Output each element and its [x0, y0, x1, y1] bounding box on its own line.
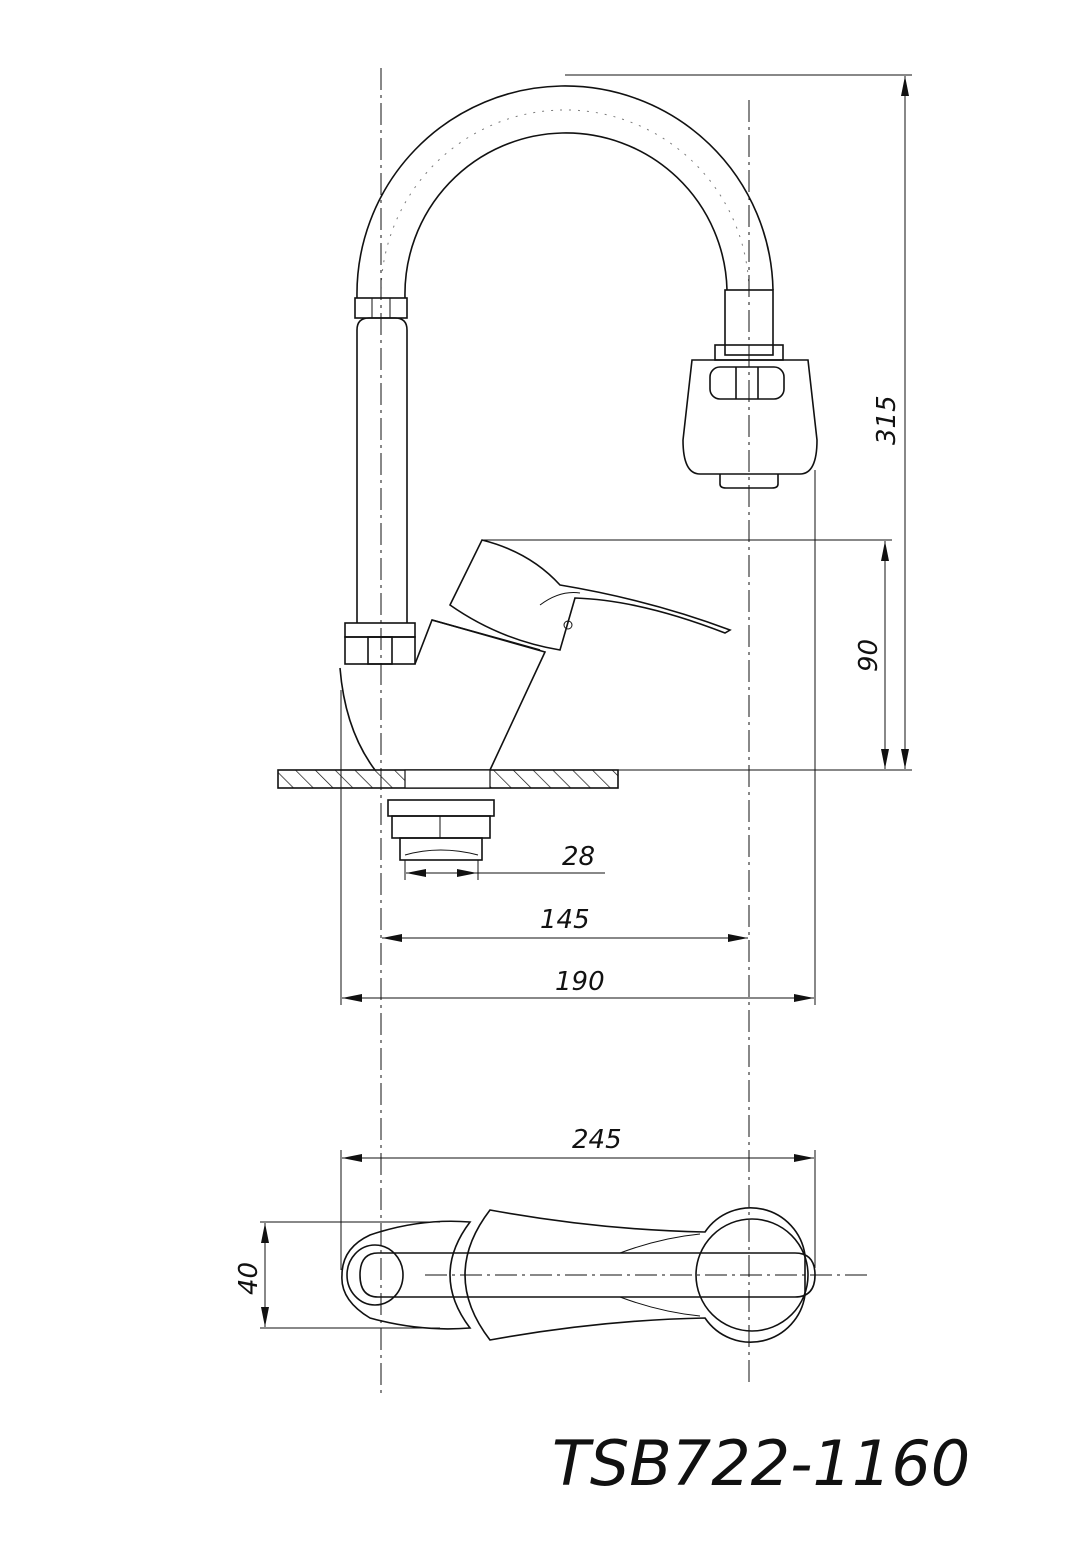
model-title: TSB722-1160 [552, 1427, 970, 1500]
dim-145: 145 [540, 905, 590, 935]
dim-245: 245 [572, 1125, 622, 1155]
dim-28: 28 [562, 842, 595, 872]
top-view [341, 1207, 816, 1343]
dim-40: 40 [234, 1262, 264, 1295]
thread-fitting [387, 799, 495, 861]
riser-pipe [344, 297, 416, 665]
dim-90: 90 [854, 639, 884, 672]
spray-head [682, 289, 818, 489]
centerlines [380, 68, 870, 1395]
dim-315: 315 [872, 395, 902, 445]
flexible-hose [356, 85, 774, 299]
dimension-lines [261, 76, 909, 1327]
extension-lines [260, 74, 912, 1329]
dim-190: 190 [555, 967, 605, 997]
mixer-body [339, 539, 732, 771]
